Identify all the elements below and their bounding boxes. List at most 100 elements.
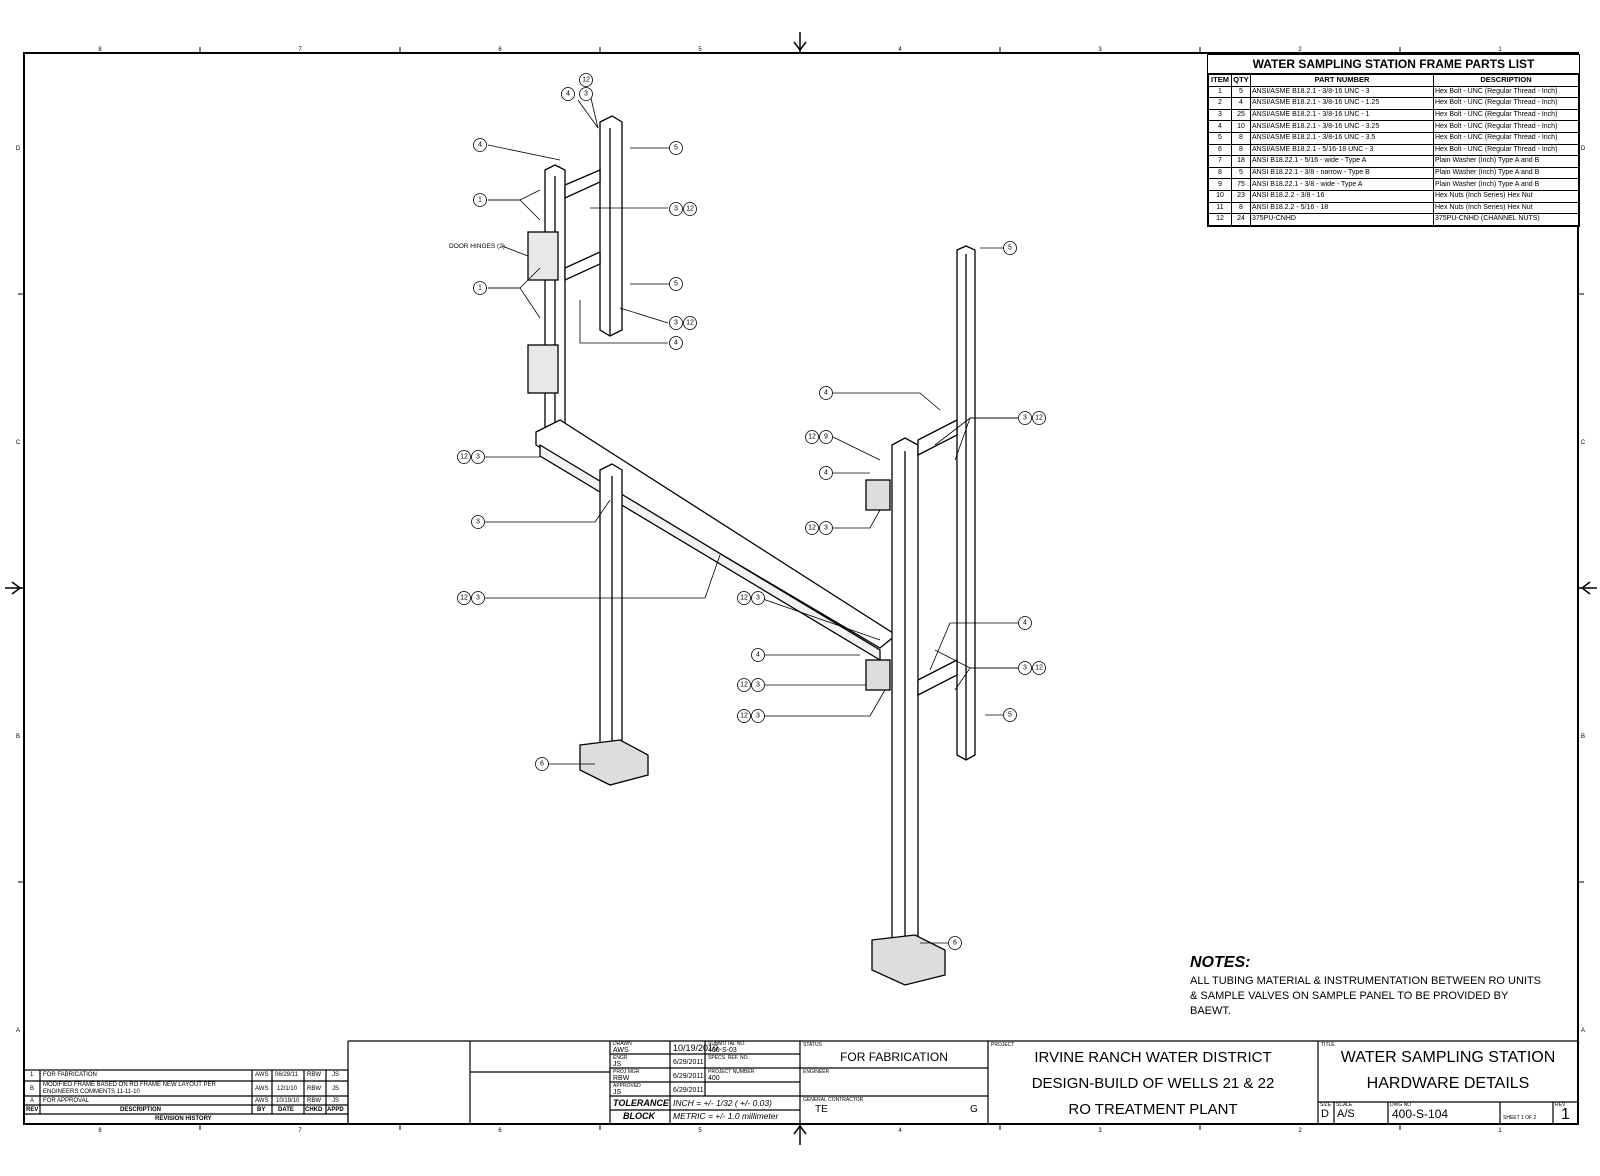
rev-chkd: RBW [307, 1098, 321, 1104]
rev-appd: JS [332, 1072, 340, 1078]
svg-text:12: 12 [582, 77, 590, 84]
project-line-3: RO TREATMENT PLANT [1068, 1101, 1238, 1118]
balloon [737, 709, 751, 723]
parts-cell-description: Plain Washer (Inch) Type A and B [1433, 166, 1579, 180]
parts-cell-part-number: ANSI B18.2.2 - 5/16 - 18 [1250, 201, 1434, 215]
parts-cell-item: 12 [1208, 213, 1232, 226]
notes: NOTES: ALL TUBING MATERIAL & INSTRUMENTA… [1190, 955, 1560, 1019]
svg-text:3: 3 [1023, 665, 1027, 672]
scale-label: SCALE [1336, 1102, 1353, 1108]
balloon [669, 141, 683, 155]
parts-cell-part-number: 375PU-CNHD [1250, 213, 1434, 226]
notes-line: BAEWT. [1190, 1005, 1231, 1017]
svg-text:3: 3 [476, 454, 480, 461]
project-number-label: PROJECT NUMBER [708, 1069, 755, 1075]
parts-cell-qty: 8 [1231, 201, 1251, 215]
balloon [751, 648, 765, 662]
balloon [473, 193, 487, 207]
rev-header-by: BY [257, 1107, 266, 1113]
svg-text:4: 4 [824, 390, 828, 397]
svg-text:8: 8 [98, 47, 102, 53]
balloon [579, 87, 593, 101]
parts-cell-item: 8 [1208, 166, 1232, 180]
rev-id: A [30, 1098, 35, 1104]
svg-text:A: A [16, 1028, 20, 1034]
door-hinge-lower [527, 344, 559, 394]
svg-text:3: 3 [476, 519, 480, 526]
engr-date: 6/29/2011 [673, 1059, 704, 1066]
balloon [471, 591, 485, 605]
projmgr-date: 6/29/2011 [673, 1073, 704, 1080]
left-rear-post [599, 115, 623, 337]
svg-text:4: 4 [566, 91, 570, 98]
dwg-no: 400-S-104 [1392, 1107, 1449, 1121]
right-foot [871, 934, 946, 986]
frame-drawing [527, 115, 976, 986]
balloon [819, 386, 833, 400]
balloon [751, 591, 765, 605]
parts-cell-item: 1 [1208, 85, 1232, 99]
svg-text:6: 6 [498, 1128, 502, 1134]
balloon [819, 466, 833, 480]
balloon [751, 678, 765, 692]
notes-title: NOTES: [1190, 954, 1251, 971]
svg-text:3: 3 [1098, 1128, 1102, 1134]
svg-text:12: 12 [740, 713, 748, 720]
door-hinge-upper [527, 231, 559, 281]
parts-cell-description: Plain Washer (Inch) Type A and B [1433, 178, 1579, 191]
engr-label: ENGR [613, 1055, 628, 1061]
rev-header-appd: APPD [327, 1107, 344, 1113]
rev-date: 12/1/10 [277, 1086, 298, 1092]
parts-cell-description: Plain Washer (Inch) Type A and B [1433, 155, 1579, 168]
svg-text:4: 4 [898, 47, 902, 53]
svg-text:5: 5 [674, 145, 678, 152]
svg-text:12: 12 [740, 682, 748, 689]
specs-label: SPECS. REF. NO. [708, 1055, 749, 1061]
leader-lines [485, 93, 1018, 944]
parts-cell-item: 4 [1208, 120, 1232, 133]
approved-by: JS [613, 1089, 622, 1096]
balloon [561, 87, 575, 101]
project-label: PROJECT [991, 1042, 1015, 1048]
projmgr-label: PROJ MGR [613, 1069, 640, 1075]
balloon [737, 678, 751, 692]
parts-cell-part-number: ANSI/ASME B18.2.1 - 3/8-16 UNC - 3.25 [1250, 120, 1434, 133]
parts-list: WATER SAMPLING STATION FRAME PARTS LIST … [1207, 54, 1580, 227]
tolerance-label: TOLERANCE [613, 1098, 669, 1108]
gc-right: G [970, 1104, 978, 1115]
svg-text:12: 12 [460, 454, 468, 461]
svg-text:12: 12 [686, 206, 694, 213]
svg-text:3: 3 [1098, 47, 1102, 53]
rev-description: MODIFIED FRAME BASED ON RO FRAME NEW LAY… [43, 1082, 216, 1095]
svg-text:C: C [16, 440, 21, 446]
title-block-lines [23, 1040, 1578, 1125]
rev-id: 1 [30, 1072, 34, 1078]
header-item: ITEM [1208, 74, 1232, 87]
revision-history-title: REVISION HISTORY [155, 1116, 212, 1122]
svg-text:12: 12 [686, 320, 694, 327]
parts-list-title: WATER SAMPLING STATION FRAME PARTS LIST [1208, 55, 1579, 74]
svg-text:12: 12 [460, 595, 468, 602]
svg-text:3: 3 [756, 595, 760, 602]
balloon [669, 277, 683, 291]
balloon [1018, 616, 1032, 630]
header-description: DESCRIPTION [1433, 74, 1579, 87]
svg-text:2: 2 [1298, 1128, 1302, 1134]
rev-label: REV [1555, 1102, 1566, 1108]
svg-text:4: 4 [756, 652, 760, 659]
status-value: FOR FABRICATION [840, 1050, 948, 1064]
svg-text:4: 4 [674, 340, 678, 347]
item-balloons [457, 73, 1046, 950]
parts-cell-part-number: ANSI/ASME B18.2.1 - 3/8-16 UNC - 3 [1250, 85, 1434, 99]
rev-by: AWS [255, 1072, 269, 1078]
svg-text:D: D [16, 146, 21, 152]
svg-text:3: 3 [584, 91, 588, 98]
parts-cell-item: 5 [1208, 131, 1232, 145]
size-value: D [1321, 1108, 1329, 1120]
parts-cell-part-number: ANSI B18.2.2 - 3/8 - 16 [1250, 189, 1434, 203]
